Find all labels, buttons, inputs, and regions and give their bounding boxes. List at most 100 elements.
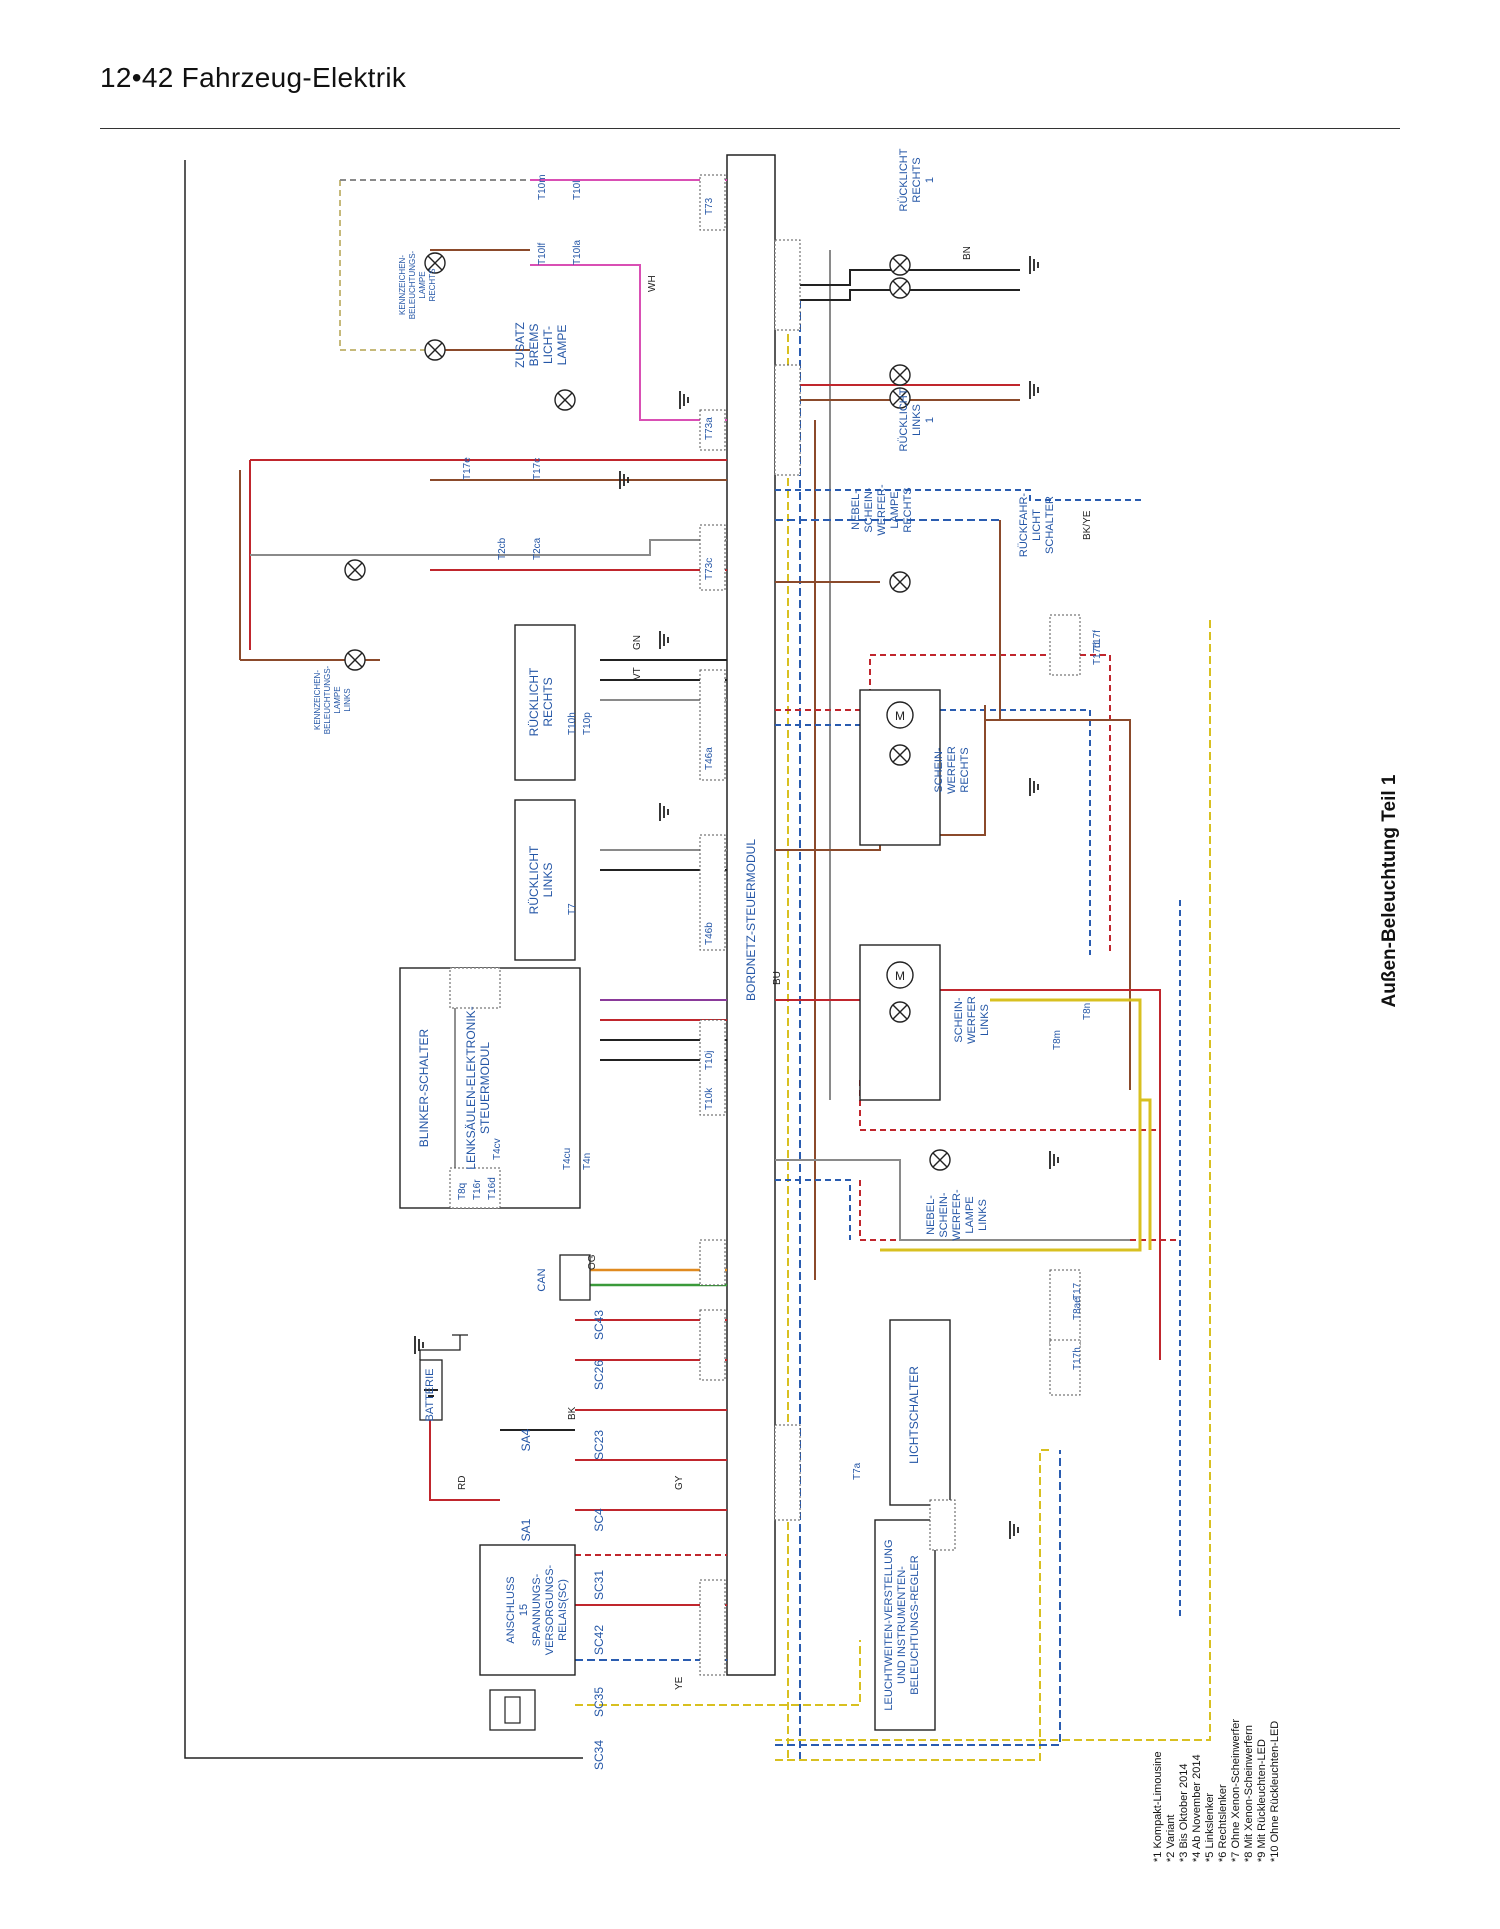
footnote: *3 Bis Oktober 2014 — [1178, 1763, 1190, 1862]
bordnetz-steuermodul: BORDNETZ-STEUERMODUL — [726, 154, 776, 1676]
label-relais: ANSCHLUSS15SPANNUNGS-VERSORGUNGS-RELAIS(… — [505, 1564, 569, 1655]
battery-symbol — [419, 1334, 468, 1421]
page-title: 12•42 Fahrzeug-Elektrik — [100, 62, 407, 93]
connector-cluster — [449, 174, 1081, 1676]
fuse-sa1: SA1 — [519, 1518, 533, 1541]
connector-t16d: T16d — [487, 1177, 498, 1200]
fuse-sc31: SC31 — [592, 1570, 606, 1600]
label-rl-rechts: RÜCKLICHTRECHTS — [527, 667, 555, 736]
label-sw-rechts: SCHEIN-WERFERRECHTS — [933, 746, 971, 794]
rl-links-box — [514, 799, 576, 961]
lbl-lichtschalter: LICHTSCHALTER — [907, 1366, 921, 1464]
fuse-sc35: SC35 — [592, 1687, 606, 1717]
fuse-sc26: SC26 — [592, 1360, 606, 1390]
connector-t17: T17 — [1072, 1282, 1083, 1300]
connector-t17f: T17f — [1092, 630, 1103, 650]
wire-code-labels: RD BK GY YE BN WH BU VT GN OG BK/YE — [457, 246, 1093, 1690]
connector-t17h: T17h — [1072, 1347, 1083, 1370]
connector-t8m: T8m — [1052, 1030, 1063, 1050]
connector-t46a: T46a — [704, 747, 715, 770]
footnote: *4 Ab November 2014 — [1191, 1754, 1203, 1862]
connector-t46b: T46b — [704, 922, 715, 945]
fuse-sc4: SC4 — [592, 1508, 606, 1532]
connector-t10la: T10la — [572, 240, 583, 265]
footnote: *10 Ohne Rückleuchten-LED — [1269, 1720, 1281, 1862]
svg-text:GY: GY — [674, 1475, 685, 1490]
connector-t2ca: T2ca — [532, 537, 543, 560]
connector-t73c: T73c — [704, 558, 715, 580]
svg-text:BK: BK — [567, 1406, 578, 1420]
label-kz-links: KENNZEICHEN-BELEUCHTUNGS-LAMPELINKS — [313, 665, 352, 734]
footnote: *9 Mit Rückleuchten-LED — [1256, 1739, 1268, 1862]
label-zusatz: ZUSATZBREMSLICHT-LAMPE — [513, 322, 569, 368]
label-rl-links1: RÜCKLICHTLINKS1 — [898, 388, 936, 451]
connector-t10p: T10p — [582, 712, 593, 735]
fuse-sc34: SC34 — [592, 1740, 606, 1770]
footnote: *8 Mit Xenon-Scheinwerfern — [1243, 1725, 1255, 1862]
scheinwerfer-rechts-box: M — [859, 689, 941, 846]
lbl-can: CAN — [536, 1268, 548, 1291]
connector-t10h: T10h — [567, 712, 578, 735]
svg-text:RD: RD — [457, 1476, 468, 1490]
bordnetz-label: BORDNETZ-STEUERMODUL — [744, 839, 758, 1001]
footnote: *1 Kompakt-Limousine — [1152, 1751, 1164, 1862]
svg-text:M: M — [895, 969, 905, 983]
svg-text:VT: VT — [632, 667, 643, 680]
label-sw-links: SCHEIN-WERFERLINKS — [953, 996, 991, 1044]
connector-t10lf: T10lf — [537, 243, 548, 265]
outer-frame — [184, 160, 583, 1759]
footnote: *6 Rechtslenker — [1217, 1784, 1229, 1862]
svg-text:BN: BN — [962, 246, 973, 260]
rl-rechts-box — [514, 624, 576, 781]
relay-coil — [489, 1689, 536, 1731]
section-title: Außen-Beleuchtung Teil 1 — [1379, 774, 1400, 1008]
connector-t7a: T7a — [852, 1462, 863, 1480]
connector-t8q: T8q — [457, 1183, 468, 1200]
connector-t10m: T10m — [537, 174, 548, 200]
multi-line-labels: LENKSÄULEN-ELEKTRONIK-STEUERMODUL ANSCHLU… — [313, 148, 1056, 1710]
label-lenksaeule: LENKSÄULEN-ELEKTRONIK-STEUERMODUL — [464, 1006, 492, 1169]
connector-t4cv: T4cv — [492, 1138, 503, 1160]
label-rl-links: RÜCKLICHTLINKS — [527, 845, 555, 914]
svg-text:YE: YE — [674, 1676, 685, 1690]
lichtschalter-box — [889, 1319, 951, 1506]
label-nsl-rechts: NEBEL-SCHEIN-WERFER-LAMPERECHTS — [850, 484, 914, 536]
connector-t10k: T10k — [704, 1087, 715, 1110]
connector-t8ae: T8ae — [1072, 1297, 1083, 1320]
fuse-sa4: SA4 — [519, 1428, 533, 1451]
label-rueckfahr: RÜCKFAHR-LICHTSCHALTER — [1018, 493, 1056, 558]
connector-t17e: T17e — [462, 457, 473, 480]
component-labels: LICHTSCHALTER BLINKER-SCHALTER BATTERIE … — [417, 1028, 921, 1463]
footnote: *5 Linkslenker — [1204, 1792, 1216, 1862]
relais-box — [479, 1544, 576, 1676]
connector-t4cu: T4cu — [562, 1148, 573, 1170]
fuse-sc43: SC43 — [592, 1310, 606, 1340]
connector-t73: T73 — [704, 197, 715, 215]
lbl-blinker: BLINKER-SCHALTER — [417, 1028, 431, 1147]
connector-t16r: T16r — [472, 1179, 483, 1200]
connector-t17d: T17d — [1092, 642, 1103, 665]
connector-t4n: T4n — [582, 1153, 593, 1170]
fuse-sc42: SC42 — [592, 1625, 606, 1655]
lbl-batterie: BATTERIE — [424, 1369, 436, 1422]
connector-t7: T7 — [567, 903, 578, 915]
can-symbol — [559, 1254, 591, 1301]
svg-text:OG: OG — [587, 1254, 598, 1270]
label-lwr: LEUCHTWEITEN-VERSTELLUNGUND INSTRUMENTEN… — [883, 1539, 921, 1710]
header-rule — [100, 128, 1400, 129]
svg-text:WH: WH — [647, 275, 658, 292]
connector-t10l: T10l — [572, 181, 583, 200]
lwr-box — [874, 1519, 936, 1731]
connector-t2cb: T2cb — [497, 537, 508, 560]
svg-text:GN: GN — [632, 635, 643, 650]
footnotes: *1 Kompakt-Limousine *2 Variant *3 Bis O… — [1152, 1562, 1282, 1862]
connector-t73a: T73a — [704, 417, 715, 440]
scheinwerfer-links-box: M — [859, 944, 941, 1101]
svg-text:BK/YE: BK/YE — [1082, 510, 1093, 540]
page-header: 12•42 Fahrzeug-Elektrik — [100, 62, 406, 94]
connector-t8n: T8n — [1082, 1003, 1093, 1020]
connector-t10j: T10j — [704, 1051, 715, 1070]
fuse-labels: SA1 SA4 SC4 SC23 SC26 SC43 SC31 SC42 SC3… — [519, 1310, 606, 1770]
